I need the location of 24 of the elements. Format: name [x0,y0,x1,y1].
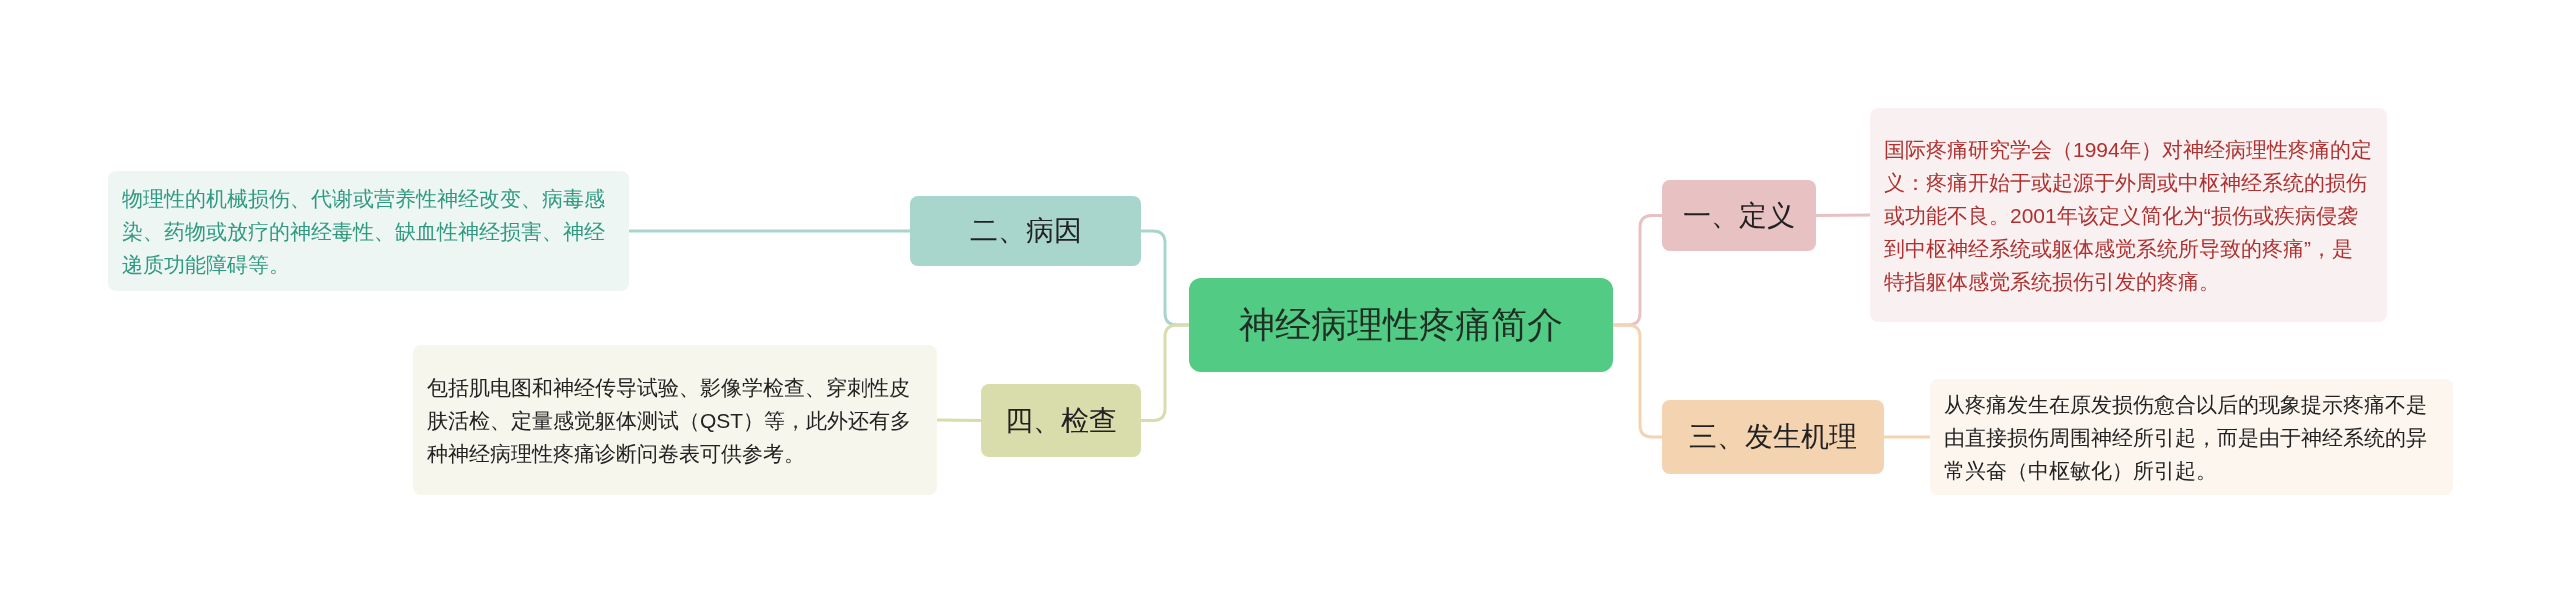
connector-line [1613,323,1662,439]
connector-line [629,229,910,233]
branch-topic-box [1662,180,1816,251]
root-topic-box [1189,278,1613,372]
connector-line [1816,213,1870,217]
branch-topic-box [981,384,1141,457]
detail-box [413,345,937,495]
node-text: 一、定义 [1682,198,1796,233]
node-text: 物理性的机械损伤、代谢或营养性神经改变、病毒感染、药物或放疗的神经毒性、缺血性神经损害、神经递质功能障碍等。 [122,185,606,278]
node-text: 国际疼痛研究学会（1994年）对神经病理性疼痛的定义：疼痛开始于或起源于外周或中枢神经系统的损伤或功能不良。2001年该定义简化为“损伤或疾病侵袭到中枢神经系统或躯体感觉系统所导致的疼痛”，是特指躯体感觉系统损伤引发的疼痛。 [1884,136,2373,295]
branch-topic-box [1662,400,1884,474]
detail-box [108,171,629,291]
node-text: 三、发生机理 [1688,420,1858,454]
node-text: 从疼痛发生在原发损伤愈合以后的现象提示疼痛不是由直接损伤周围神经所引起，而是由于神经系统的异常兴奋（中枢敏化）所引起。 [1944,391,2428,484]
node-text: 神经病理性疼痛简介 [1238,303,1564,347]
branch-topic-box [910,196,1141,266]
connector-line [1141,323,1189,422]
detail-box [1870,108,2387,322]
detail-box [1930,379,2453,495]
connector-line [937,418,981,422]
node-text: 包括肌电图和神经传导试验、影像学检查、穿刺性皮肤活检、定量感觉躯体测试（QST）等，此外还有多种神经病理性疼痛诊断问卷表可供参考。 [427,374,913,467]
node-text: 四、检查 [1004,403,1118,438]
connector-line [1884,435,1930,439]
node-text: 二、病因 [968,214,1083,248]
